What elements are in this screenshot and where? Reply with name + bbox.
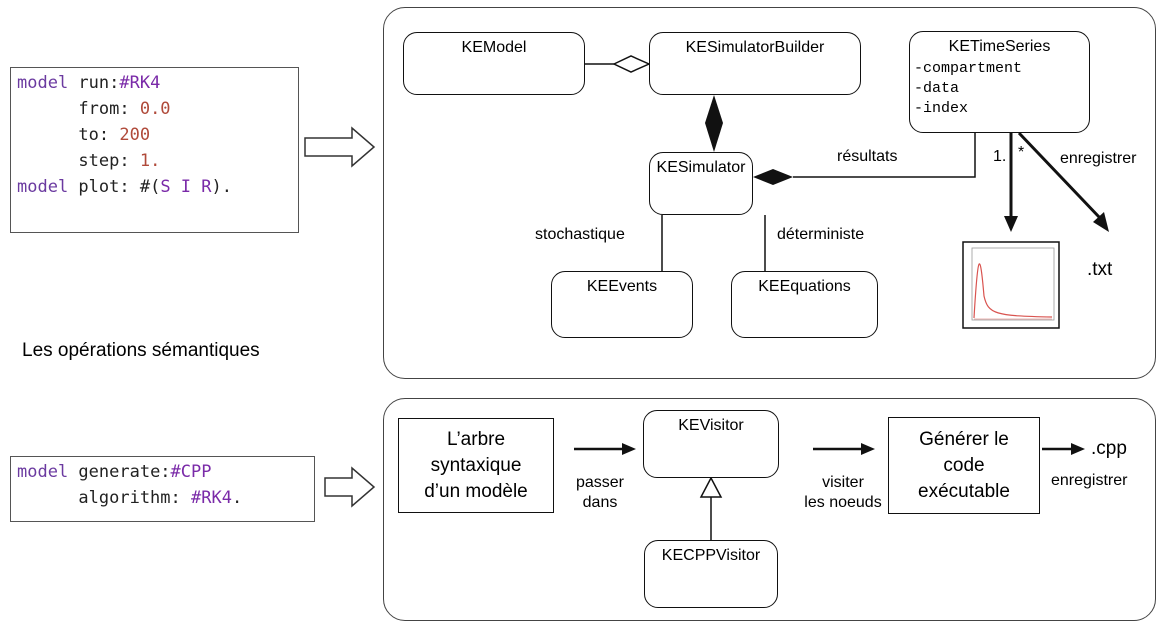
- code-bottom-token: model: [17, 462, 79, 482]
- code-top-token: to:: [17, 125, 120, 145]
- box-syntax-tree: L’arbre syntaxique d’un modèle: [398, 418, 554, 513]
- label-save-cpp: enregistrer: [1051, 472, 1128, 489]
- code-top-line: model plot: #(S I R).: [17, 174, 292, 200]
- code-bottom-line: algorithm: #RK4.: [17, 485, 308, 511]
- code-bottom-token: generate:: [78, 462, 171, 482]
- class-keequations: KEEquations: [731, 271, 878, 338]
- code-top-token: run:: [78, 73, 120, 93]
- class-kemodel-name: KEModel: [461, 39, 527, 56]
- code-top-line: model run:#RK4: [17, 70, 292, 96]
- class-ketimeseries-name: KETimeSeries: [948, 38, 1051, 55]
- code-top-line: from: 0.0: [17, 96, 292, 122]
- class-keevents-name: KEEvents: [586, 278, 658, 295]
- class-kesimulator-name: KESimulator: [656, 159, 746, 176]
- code-top-line: step: 1.: [17, 148, 292, 174]
- code-top-token: S I R: [160, 177, 212, 197]
- block-arrow-top: [304, 126, 376, 168]
- label-pass-into: passer dans: [575, 474, 625, 511]
- code-top-token: from:: [17, 99, 140, 119]
- box-generate-code: Générer le code exécutable: [888, 417, 1040, 514]
- class-kesimulator: KESimulator: [649, 152, 753, 215]
- code-snippet-generate: model generate:#CPP algorithm: #RK4.: [10, 456, 315, 522]
- caption-semantic-operations: Les opérations sémantiques: [22, 340, 260, 361]
- code-bottom-token: .: [231, 488, 243, 508]
- label-cpp: .cpp: [1091, 438, 1127, 459]
- code-bottom-line: model generate:#CPP: [17, 459, 308, 485]
- class-kevisitor: KEVisitor: [643, 410, 779, 478]
- label-visit-nodes: visiter les noeuds: [804, 474, 882, 511]
- code-top-token: model: [17, 177, 79, 197]
- code-top-token: 0.0: [139, 99, 171, 119]
- code-bottom-token: algorithm:: [17, 488, 191, 508]
- code-top-token: plot: #(: [78, 177, 161, 197]
- class-keequations-name: KEEquations: [758, 278, 851, 295]
- code-top-token: 200: [119, 125, 151, 145]
- class-keevents: KEEvents: [551, 271, 693, 338]
- label-save-timeseries: enregistrer: [1060, 150, 1137, 167]
- code-bottom-token: #CPP: [170, 462, 212, 482]
- code-top-token: model: [17, 73, 79, 93]
- label-deterministic: déterministe: [777, 226, 865, 243]
- label-results: résultats: [837, 148, 898, 165]
- code-top-token: 1.: [139, 151, 161, 171]
- label-txt: .txt: [1087, 259, 1113, 280]
- class-kesimulatorbuilder: KESimulatorBuilder: [649, 32, 861, 95]
- code-top-token: #RK4: [119, 73, 161, 93]
- class-kemodel: KEModel: [403, 32, 585, 95]
- label-stochastic: stochastique: [535, 226, 625, 243]
- code-bottom-token: #RK4: [191, 488, 232, 508]
- label-multiplicity-star: *: [1018, 144, 1025, 161]
- class-kevisitor-name: KEVisitor: [678, 417, 744, 434]
- label-multiplicity-1: 1.: [993, 148, 1007, 165]
- class-kecppvisitor: KECPPVisitor: [644, 540, 778, 608]
- code-snippet-run: model run:#RK4 from: 0.0 to: 200 step: 1…: [10, 67, 299, 233]
- class-ketimeseries: KETimeSeries -compartment -data -index: [909, 31, 1090, 133]
- code-top-token: step:: [17, 151, 140, 171]
- class-kecppvisitor-name: KECPPVisitor: [661, 547, 761, 564]
- class-kesimulatorbuilder-name: KESimulatorBuilder: [685, 39, 825, 56]
- class-ketimeseries-attributes: -compartment -data -index: [914, 60, 1023, 117]
- block-arrow-bottom: [324, 466, 376, 508]
- code-top-line: to: 200: [17, 122, 292, 148]
- code-top-token: ).: [211, 177, 232, 197]
